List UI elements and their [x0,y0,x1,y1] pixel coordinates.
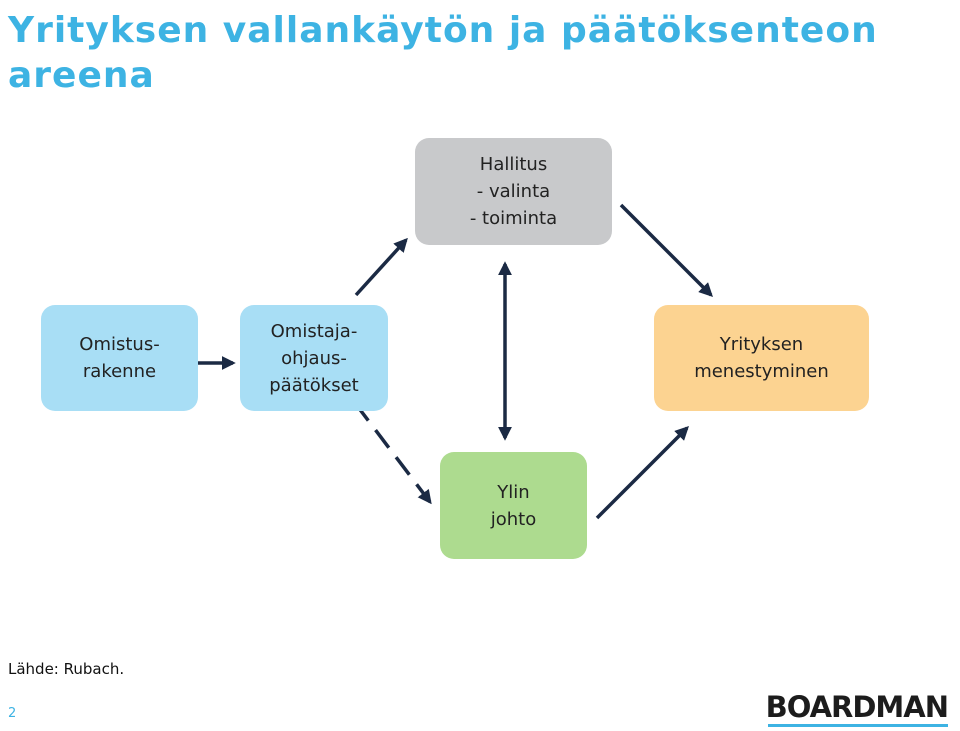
page-number: 2 [8,706,17,721]
node-omistusrakenne-label: Omistus- rakenne [79,334,160,382]
node-omistajaohjauspaatokset-label: Omistaja- ohjaus- päätökset [269,320,359,396]
arrow-hallitus-to-menestys [619,203,713,297]
node-yrityksen-menestyminen-label: Yrityksen menestyminen [694,334,829,382]
arrow-ohjaus-to-johto-dashed [353,401,432,505]
arrow-johto-to-menestys [595,426,689,520]
node-omistusrakenne: Omistus- rakenne [41,305,198,411]
node-ylin-johto-label: Ylin johto [490,481,537,530]
node-yrityksen-menestyminen: Yrityksen menestyminen [654,305,869,411]
source-note: Lähde: Rubach. [8,660,125,678]
node-omistajaohjauspaatokset: Omistaja- ohjaus- päätökset [240,305,388,411]
boardman-logo: BOARDMAN [765,690,949,724]
node-ylin-johto: Ylin johto [440,452,587,559]
logo-underline [768,724,948,727]
page-title: Yrityksen vallankäytön ja päätöksenteon … [8,10,878,96]
node-hallitus: Hallitus - valinta - toiminta [415,138,612,245]
arrow-ohjaus-to-hallitus [354,237,408,297]
node-hallitus-label: Hallitus - valinta - toiminta [469,154,558,229]
